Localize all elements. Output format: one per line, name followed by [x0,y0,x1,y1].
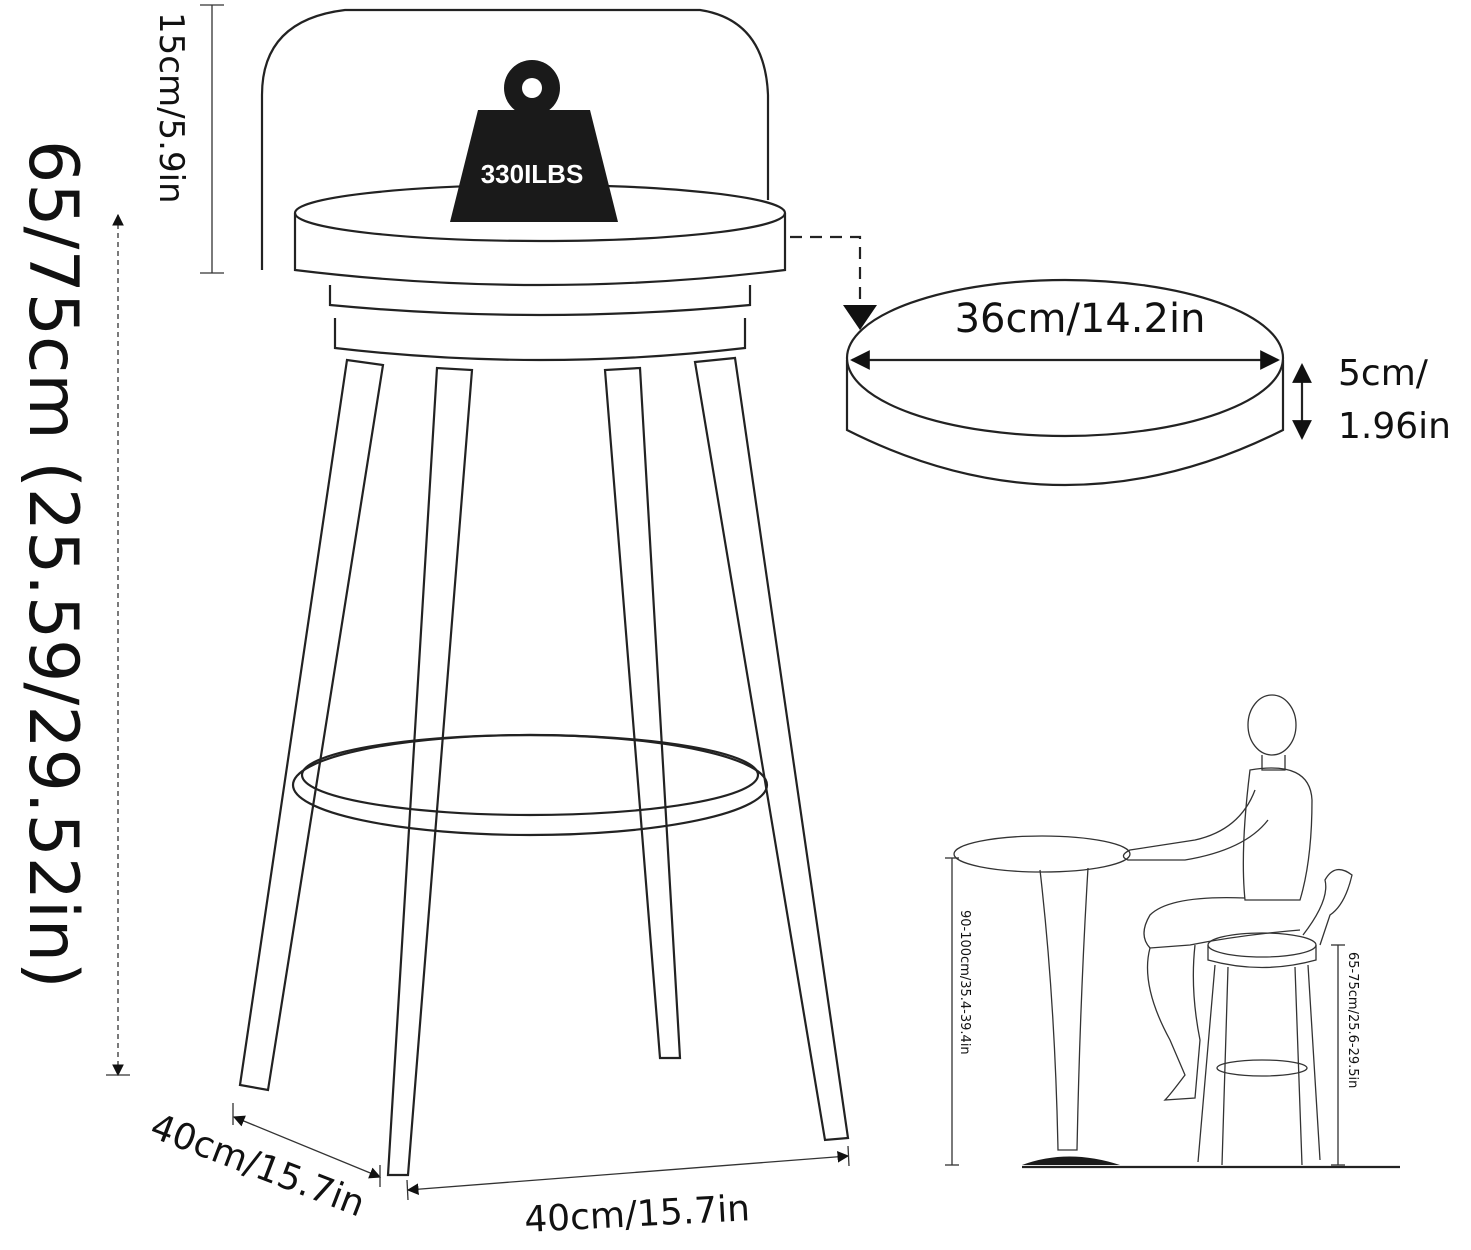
seat-diameter-label: 36cm/14.2in [955,296,1206,342]
base-depth-dimension: 40cm/15.7in [145,1103,382,1225]
stool-drawing [238,8,850,1177]
weight-capacity-badge: 330ILBS [450,60,618,222]
footrest-ring-inner [300,733,760,817]
seat-height-label: 65-75cm/25.6-29.5in [1345,952,1360,1088]
mannequin-figure [1122,694,1313,1101]
total-height-label: 65/75cm (25.59/29.52in) [13,140,92,989]
leg-back-left [386,366,474,1177]
mini-stool-backrest [1302,868,1353,946]
table-height-label: 90-100cm/35.4-39.4in [957,910,972,1055]
table-stem [1039,867,1089,1151]
weight-label: 330ILBS [481,159,584,189]
base-width-dimension: 40cm/15.7in [406,1145,850,1241]
seat-detail-pointer [843,305,877,330]
mini-stool-seat [1207,932,1317,958]
swivel-ring-1 [328,285,752,317]
table-base [1022,1156,1120,1165]
usage-scene: 90-100cm/35.4-39.4in 65-75cm/25.6-29.5in [945,694,1400,1169]
table-top [953,835,1131,873]
backrest-height-dimension: 15cm/5.9in [151,4,224,274]
backrest-height-label: 15cm/5.9in [151,12,191,204]
base-width-label: 40cm/15.7in [523,1188,751,1241]
total-height-dimension: 65/75cm (25.59/29.52in) [13,140,130,1077]
seat-detail: 36cm/14.2in 5cm/ 1.96in [790,235,1451,487]
base-depth-label: 40cm/15.7in [145,1106,370,1225]
footrest-ring-outer [291,733,769,837]
seat-thickness-cm-label: 5cm/ [1338,353,1429,394]
backrest [260,8,770,270]
seat-side [293,213,787,287]
swivel-ring-2 [333,318,747,362]
leg-back-right [603,366,682,1060]
seat-thickness-in-label: 1.96in [1338,406,1451,447]
leg-front-left [238,358,385,1092]
leg-front-right [693,356,850,1142]
